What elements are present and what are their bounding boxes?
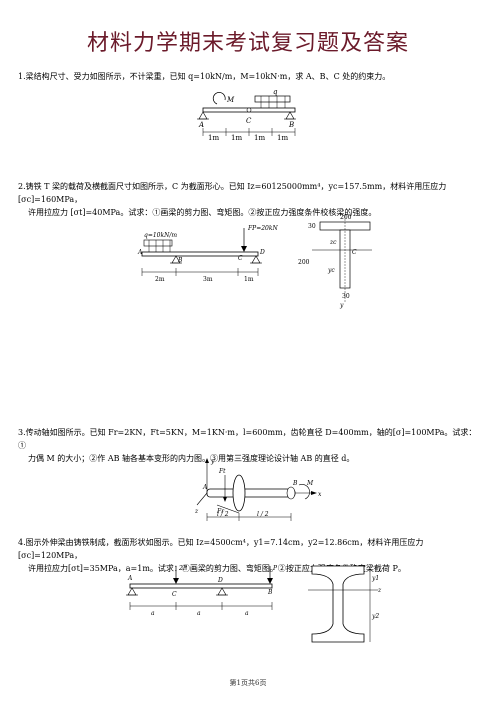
label-A: A xyxy=(137,249,143,256)
pin-support-icon xyxy=(198,111,208,120)
dim-a1: a xyxy=(151,610,155,617)
label-x: x xyxy=(318,491,322,498)
dim-2: 3m xyxy=(203,276,213,283)
distributed-load xyxy=(143,239,173,252)
label-zc: zc xyxy=(329,239,337,246)
dim-l2: l / 2 xyxy=(257,511,269,518)
dim-3: 1m xyxy=(244,276,254,283)
page-title: 材料力学期末考试复习题及答案 xyxy=(86,31,409,56)
question-4: 4.图示外伸梁由铸铁制成，截面形状如图示。已知 Iz=4500cm⁴，y1=7.… xyxy=(18,536,480,575)
label-y2: y2 xyxy=(371,613,379,620)
dim-a2: a xyxy=(197,610,201,617)
i-section xyxy=(311,565,365,643)
question-text-line2: 许用拉应力 [σt]=40MPa。试求：①画梁的剪力图、弯矩图。②按正应力强度条… xyxy=(28,208,377,217)
dim-flange: 30 xyxy=(308,223,316,230)
label-Ft: Ft xyxy=(218,468,226,475)
roller-support-icon xyxy=(217,587,227,596)
question-text-line1: 图示外伸梁由铸铁制成，截面形状如图示。已知 Iz=4500cm⁴，y1=7.14… xyxy=(18,538,424,560)
label-A: A xyxy=(202,484,208,491)
hinge-icon xyxy=(246,107,252,113)
label-Fr: Fr xyxy=(216,508,225,515)
roller-support-icon xyxy=(251,255,261,264)
gear-icon xyxy=(232,474,246,512)
question-2: 2.铸铁 T 梁的载荷及横截面尺寸如图所示，C 为截面形心。已知 Iz=6012… xyxy=(18,180,480,219)
question-number: 1. xyxy=(18,72,26,81)
label-y1: y1 xyxy=(371,575,379,582)
roller-support-icon xyxy=(285,111,295,120)
q4-beam-diagram: 2P P A C D B a a a xyxy=(126,565,278,617)
label-q: q xyxy=(273,88,278,96)
dim-a3: a xyxy=(245,610,249,617)
label-B: B xyxy=(267,589,273,596)
pin-support-icon xyxy=(127,587,137,596)
q4-i-section-diagram: y1 z y2 xyxy=(308,565,382,643)
dim-width: 200 xyxy=(340,214,352,221)
q2-t-section-diagram: 200 30 200 30 zc C yc y xyxy=(298,214,372,309)
shaft xyxy=(206,488,296,498)
distributed-load xyxy=(254,95,291,108)
moment-arrow-icon xyxy=(298,484,310,500)
label-C: C xyxy=(352,249,357,256)
label-z: z xyxy=(377,587,382,594)
label-M: M xyxy=(306,480,314,487)
label-z: z xyxy=(194,508,199,515)
question-text-line2: 许用拉应力[σt]=35MPa，a=1m。试求：①画梁的剪力图、弯矩图。②按正应… xyxy=(28,564,406,573)
label-B: B xyxy=(292,480,298,487)
question-number: 4. xyxy=(18,538,26,547)
beam xyxy=(141,251,259,257)
question-text-line2: 力偶 M 的大小；②作 AB 轴各基本变形的内力图。③用第三强度理论设计轴 AB… xyxy=(28,454,355,463)
label-y: y xyxy=(210,458,215,465)
label-P: P xyxy=(272,565,278,572)
label-M: M xyxy=(226,96,235,104)
label-B: B xyxy=(288,121,294,129)
label-y: y xyxy=(339,302,344,309)
question-1: 1.梁结构尺寸、受力如图所示，不计梁重，已知 q=10kN/m，M=10kN·m… xyxy=(18,70,480,83)
dim-1: 1m xyxy=(208,134,219,142)
label-B: B xyxy=(177,257,183,264)
label-F: FP=20kN xyxy=(247,225,278,232)
label-q: q=10kN/m xyxy=(144,232,177,239)
question-text-line1: 传动轴如图所示。已知 Fr=2KN，Ft=5KN，M=1KN·m，l=600mm… xyxy=(18,428,477,450)
dim-l1: l / 2 xyxy=(217,511,229,518)
dim-1: 2m xyxy=(155,276,165,283)
dim-2: 1m xyxy=(231,134,242,142)
label-A: A xyxy=(198,121,204,129)
dim-4: 1m xyxy=(277,134,288,142)
label-C: C xyxy=(238,255,243,262)
dim-height: 200 xyxy=(298,259,310,266)
label-D: D xyxy=(217,577,223,584)
label-2P: 2P xyxy=(178,565,188,572)
dim-3: 1m xyxy=(254,134,265,142)
label-C: C xyxy=(172,591,177,598)
label-yc: yc xyxy=(327,267,335,274)
q3-shaft-diagram: y z x Ft Fr A B M l / 2 l / 2 xyxy=(194,458,322,521)
question-text-line1: 铸铁 T 梁的载荷及横截面尺寸如图所示，C 为截面形心。已知 Iz=601250… xyxy=(18,182,447,204)
question-3: 3.传动轴如图所示。已知 Fr=2KN，Ft=5KN，M=1KN·m，l=600… xyxy=(18,426,480,465)
question-text: 梁结构尺寸、受力如图所示，不计梁重，已知 q=10kN/m，M=10kN·m，求… xyxy=(25,72,391,81)
question-number: 2. xyxy=(18,182,26,191)
page-footer: 第1页共6页 xyxy=(229,679,267,687)
q1-beam-diagram: q M A C B 1m 1m 1m 1m xyxy=(197,88,296,142)
label-A: A xyxy=(127,575,133,582)
label-C: C xyxy=(246,117,252,125)
label-D: D xyxy=(259,249,265,256)
dim-web: 30 xyxy=(342,293,350,300)
bearing-icon xyxy=(286,486,296,500)
q2-beam-diagram: q=10kN/m FP=20kN A B C D 2m 3m 1m xyxy=(137,225,278,283)
moment-arrow-icon xyxy=(212,92,226,105)
beam xyxy=(129,583,273,589)
question-number: 3. xyxy=(18,428,26,437)
